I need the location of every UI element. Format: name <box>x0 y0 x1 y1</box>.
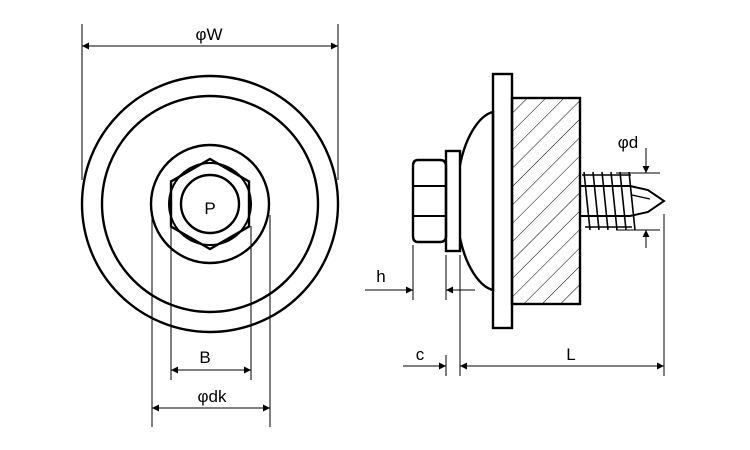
top-view: P <box>80 74 340 334</box>
dim-h: h <box>365 245 475 300</box>
threaded-shank <box>580 171 666 230</box>
washer-inner-circle <box>100 94 320 314</box>
dim-b: B <box>170 226 252 380</box>
sealing-pad <box>510 96 582 306</box>
dim-l: L <box>460 214 665 376</box>
hex-head-side <box>411 158 448 244</box>
dim-phi-d: φd <box>616 133 660 248</box>
hex-chamfer-circle <box>168 162 252 246</box>
dim-c: c <box>403 255 461 376</box>
label-phi-w: φW <box>195 25 222 44</box>
dim-phi-w: φW <box>81 24 339 180</box>
label-c: c <box>416 345 425 364</box>
label-l: L <box>566 345 575 364</box>
drill-point <box>629 185 666 217</box>
hex-head <box>169 157 251 251</box>
dim-phi-dk: φdk <box>151 215 271 427</box>
label-phi-dk: φdk <box>198 387 227 406</box>
washer-outer-circle <box>80 74 340 334</box>
label-b: B <box>199 348 210 367</box>
label-phi-d: φd <box>618 133 638 152</box>
flange <box>444 149 462 253</box>
dome-circle <box>149 143 271 265</box>
head-mark-circle <box>179 173 241 235</box>
head-mark-p: P <box>204 199 215 218</box>
side-view <box>411 72 666 330</box>
dome <box>458 110 495 292</box>
washer-plate <box>491 72 514 330</box>
label-h: h <box>376 267 385 286</box>
